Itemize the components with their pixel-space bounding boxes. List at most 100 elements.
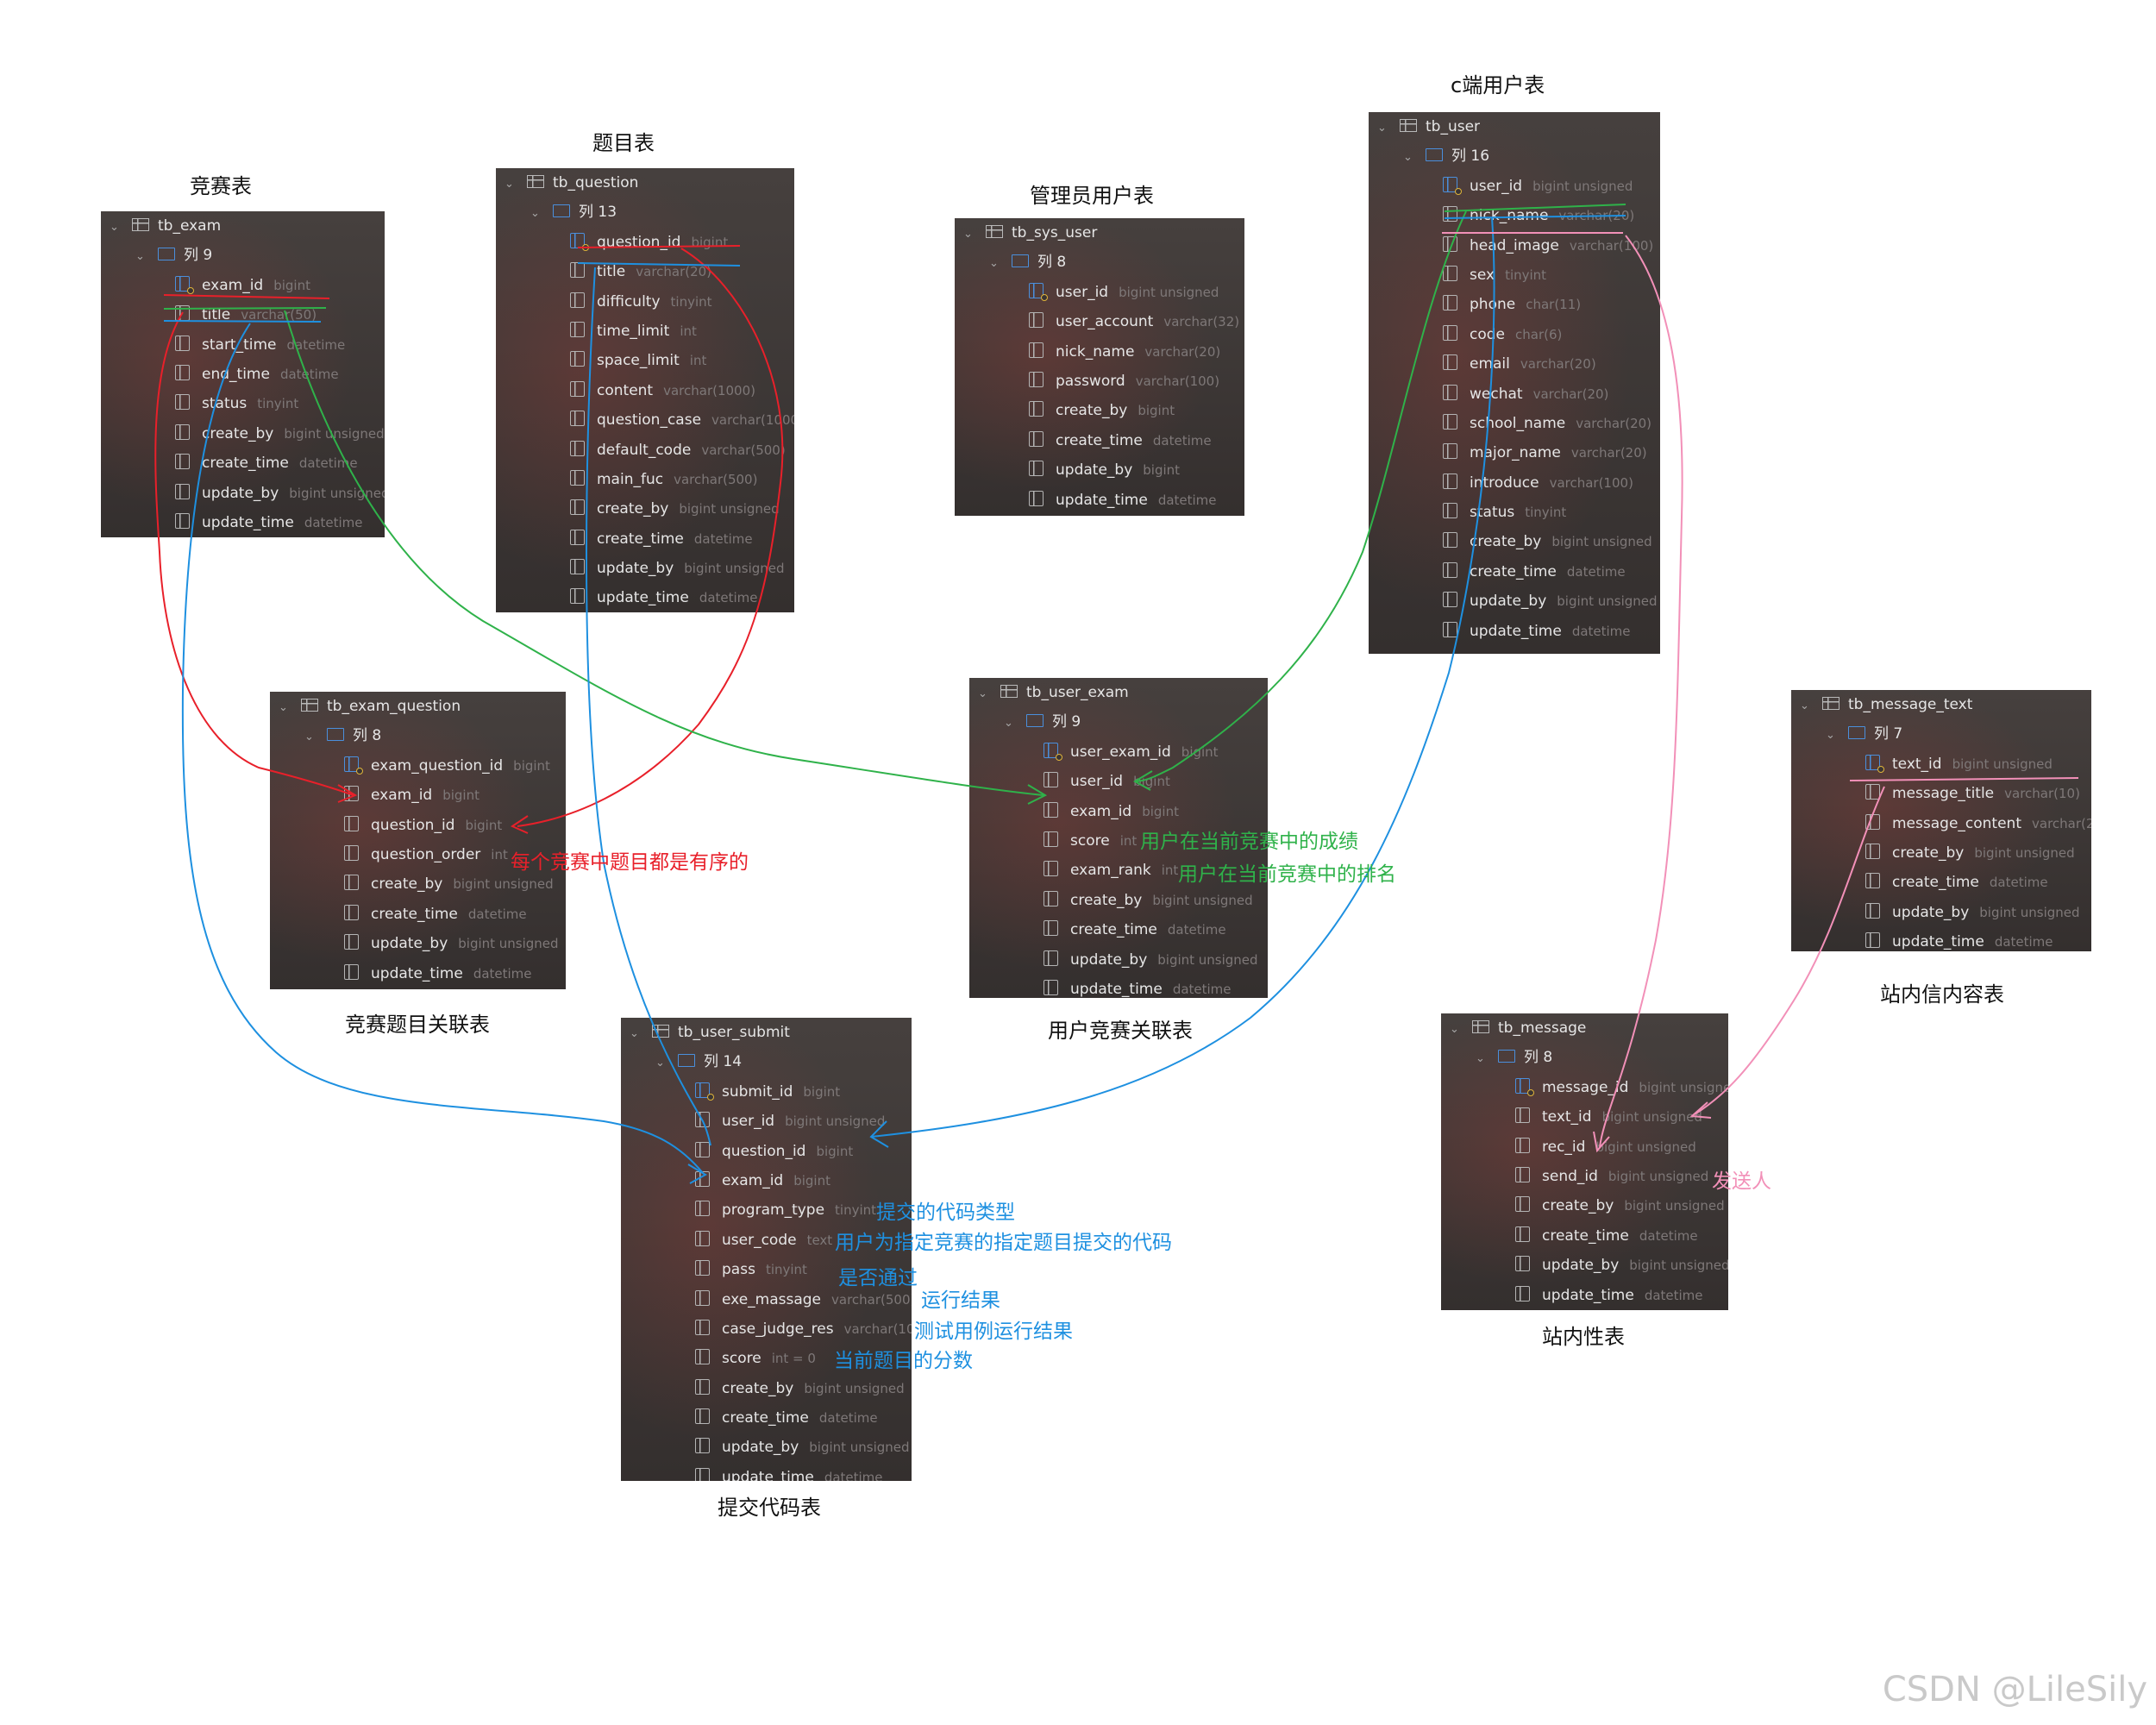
chevron-down-icon[interactable]: ⌄ <box>978 687 987 700</box>
table-header[interactable]: ⌄tb_sys_user <box>955 218 1244 248</box>
columns-folder[interactable]: ⌄列 8 <box>1441 1043 1728 1072</box>
table-header[interactable]: ⌄tb_message <box>1441 1013 1728 1043</box>
columns-folder[interactable]: ⌄列 8 <box>955 248 1244 277</box>
columns-folder[interactable]: ⌄列 16 <box>1369 141 1660 171</box>
table-header[interactable]: ⌄tb_question <box>496 168 794 198</box>
chevron-down-icon[interactable]: ⌄ <box>505 178 514 191</box>
table-header[interactable]: ⌄tb_user_submit <box>621 1018 912 1047</box>
chevron-down-icon[interactable]: ⌄ <box>1800 699 1809 712</box>
table-header[interactable]: ⌄tb_exam_question <box>270 692 566 721</box>
columns-folder[interactable]: ⌄列 13 <box>496 198 794 227</box>
chevron-down-icon[interactable]: ⌄ <box>1450 1023 1459 1036</box>
columns-folder[interactable]: ⌄列 9 <box>101 241 385 270</box>
columns-folder[interactable]: ⌄列 7 <box>1791 719 2091 749</box>
columns-folder[interactable]: ⌄列 9 <box>969 707 1268 737</box>
table-header[interactable]: ⌄tb_user <box>1369 112 1660 141</box>
chevron-down-icon[interactable]: ⌄ <box>279 701 288 714</box>
chevron-down-icon[interactable]: ⌄ <box>135 250 145 264</box>
table-header[interactable]: ⌄tb_exam <box>101 211 385 241</box>
chevron-down-icon[interactable]: ⌄ <box>1004 717 1013 731</box>
chevron-down-icon[interactable]: ⌄ <box>630 1027 639 1040</box>
columns-folder[interactable]: ⌄列 14 <box>621 1047 912 1076</box>
chevron-down-icon[interactable]: ⌄ <box>1377 122 1387 135</box>
chevron-down-icon[interactable]: ⌄ <box>530 207 540 221</box>
